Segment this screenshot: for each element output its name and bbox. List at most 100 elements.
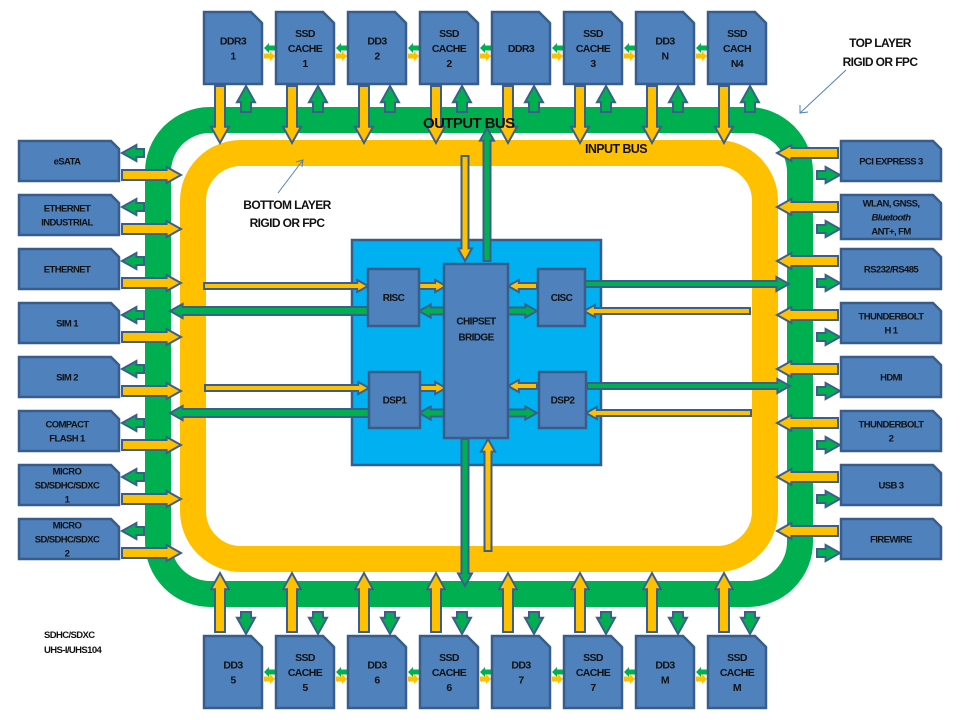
bottom-layer-callout-arrowhead xyxy=(295,159,304,168)
top-memory-block-label: N4 xyxy=(731,58,744,70)
left-port-block-label: 1 xyxy=(65,494,71,505)
output-bus-to-memory-arrow xyxy=(451,83,473,113)
top-layer-label: TOP LAYER xyxy=(849,36,912,50)
memory-to-input-bus-arrow xyxy=(641,570,663,633)
memory-link-arrow-left xyxy=(336,43,347,53)
cisc-block-shape xyxy=(536,267,587,328)
left-port-block: SIM 1 xyxy=(17,301,121,345)
top-memory-block-label: 1 xyxy=(302,58,308,70)
bottom-layer-label: BOTTOM LAYER xyxy=(243,198,331,212)
bottom-memory-block-label: 6 xyxy=(446,682,452,694)
output-bus-to-port-arrow xyxy=(816,543,843,563)
port-to-input-bus-arrow xyxy=(121,543,184,563)
right-port-block-label: WLAN, GNSS, xyxy=(863,198,920,209)
left-port-block-shape xyxy=(17,517,121,561)
bottom-memory-block-label: SSD xyxy=(295,652,316,664)
left-port-block-label: ETHERNET xyxy=(44,264,91,275)
left-port-block-label: eSATA xyxy=(54,156,81,167)
left-port-block: SIM 2 xyxy=(17,355,121,399)
bottom-memory-block-label: SSD xyxy=(583,652,604,664)
memory-link-arrow-left xyxy=(336,667,347,677)
top-memory-block-label: SSD xyxy=(295,28,316,40)
sd-note-label: UHS-I/UHS104 xyxy=(44,645,103,656)
port-to-input-bus-arrow xyxy=(774,305,839,325)
memory-to-input-bus-arrow xyxy=(569,85,591,146)
left-port-block-label: SD/SDHC/SDXC xyxy=(35,480,100,491)
bottom-memory-block-label: CACHE xyxy=(576,667,611,679)
bottom-memory-block-label: DD3 xyxy=(223,659,243,671)
left-port-block-shape xyxy=(17,409,121,453)
input-bus-ring xyxy=(180,140,778,572)
output-bus-to-port-arrow xyxy=(816,327,843,347)
right-port-block-shape xyxy=(839,463,943,507)
left-port-block-label: 2 xyxy=(65,548,70,559)
memory-link-arrow-left xyxy=(480,43,491,53)
top-memory-block-label: DDR3 xyxy=(220,35,247,47)
memory-to-input-bus-arrow xyxy=(209,570,231,633)
memory-link-arrow-right xyxy=(408,51,419,61)
memory-link-arrow-right xyxy=(552,674,563,684)
memory-to-input-bus-arrow xyxy=(713,570,735,633)
memory-to-input-bus-arrow xyxy=(353,570,375,633)
dsp2-block-label: DSP2 xyxy=(551,396,576,407)
memory-link-arrow-left xyxy=(264,667,275,677)
output-bus-to-port-arrow xyxy=(119,305,145,325)
bottom-memory-block-shape xyxy=(418,634,480,710)
output-bus-to-port-arrow xyxy=(816,219,843,239)
top-memory-block-label: 2 xyxy=(374,50,380,62)
bottom-memory-block-label: SSD xyxy=(439,652,460,664)
top-memory-block-label: CACHE xyxy=(432,43,467,55)
bridge-to-output-bus-arrow xyxy=(478,125,496,262)
right-port-block-shape xyxy=(839,355,943,399)
output-bus-ring xyxy=(145,107,813,607)
bottom-memory-block-shape xyxy=(706,634,768,710)
port-to-input-bus-arrow xyxy=(121,489,184,509)
bottom-layer-label: RIGID OR FPC xyxy=(250,216,326,230)
right-port-block-shape xyxy=(839,193,943,241)
risc-to-bridge-arrow xyxy=(418,278,449,294)
bottom-memory-block-shape xyxy=(634,634,696,710)
port-to-input-bus-arrow xyxy=(121,165,184,185)
top-memory-block-label: N xyxy=(662,50,669,62)
top-memory-block-label: CACH xyxy=(723,43,751,55)
input-bus-label: INPUT BUS xyxy=(585,142,647,156)
port-to-input-bus-arrow xyxy=(774,197,839,217)
bottom-memory-block-label: CACHE xyxy=(432,667,467,679)
memory-link-arrow-left xyxy=(552,667,563,677)
memory-link-arrow-left xyxy=(408,43,419,53)
port-to-input-bus-arrow xyxy=(121,435,184,455)
memory-link-arrow-left xyxy=(480,667,491,677)
memory-link-arrow-left xyxy=(408,667,419,677)
dsp1-to-bridge-arrow xyxy=(418,380,449,396)
right-port-block-shape xyxy=(839,409,943,453)
bottom-memory-block-label: DD3 xyxy=(655,659,675,671)
output-bus-to-memory-arrow xyxy=(595,611,617,637)
cisc-block: CISC xyxy=(536,267,587,328)
memory-link-arrow-right xyxy=(336,51,347,61)
memory-link-arrow-right xyxy=(480,51,491,61)
output-bus-to-memory-arrow xyxy=(235,611,257,637)
risc-block: RISC xyxy=(366,267,421,328)
risc-block-shape xyxy=(366,267,421,328)
bottom-memory-block-label: M xyxy=(661,674,670,686)
output-bus-to-memory-arrow xyxy=(451,611,473,637)
sd-note-label: SDHC/SDXC xyxy=(44,630,95,641)
output-bus-to-port-arrow xyxy=(119,467,145,487)
right-port-block-label: PCI EXPRESS 3 xyxy=(859,156,923,167)
memory-link-arrow-right xyxy=(336,674,347,684)
right-port-block-label: FIREWIRE xyxy=(870,534,912,545)
right-port-block-label: USB 3 xyxy=(879,480,904,491)
output-bus-to-port-arrow xyxy=(816,165,843,185)
right-port-block-shape xyxy=(839,517,943,561)
bottom-memory-block-label: DD3 xyxy=(367,659,387,671)
right-port-block: HDMI xyxy=(839,355,943,399)
output-bus-to-port-arrow xyxy=(119,143,145,163)
left-port-block-shape xyxy=(17,301,121,345)
